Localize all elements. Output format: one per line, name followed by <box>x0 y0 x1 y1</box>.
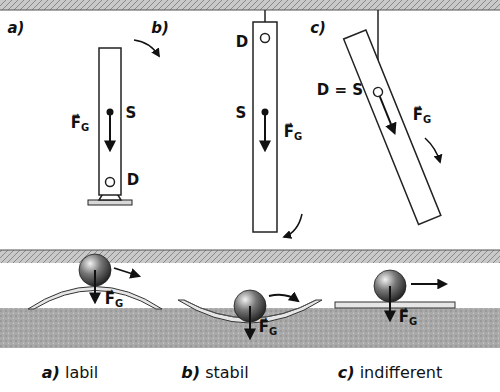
weight-force: F⃗G <box>259 319 277 337</box>
weight-force: F⃗G <box>105 291 123 309</box>
weight-force: F⃗G <box>399 309 417 327</box>
flat-surface <box>335 270 455 320</box>
weight-force: F⃗G <box>413 107 431 125</box>
concave-surface <box>178 290 322 338</box>
hanging-rod <box>253 10 302 237</box>
ceiling <box>0 0 500 10</box>
weight-force: F⃗G <box>71 115 89 133</box>
part-letter: c) <box>310 20 326 37</box>
case-caption: a) labil <box>42 364 99 382</box>
case-caption: c) indifferent <box>338 364 442 382</box>
pivot-point: D <box>236 34 248 51</box>
floor-band <box>0 250 500 263</box>
rod-at-centre <box>344 10 441 224</box>
centre-of-mass: S <box>236 105 247 122</box>
case-caption: b) stabil <box>181 364 248 382</box>
part-letter: a) <box>8 20 25 37</box>
part-letter: b) <box>151 20 169 37</box>
centre-of-mass: S <box>126 105 137 122</box>
pivot-centre: D = S <box>317 82 363 99</box>
convex-surface <box>28 254 162 309</box>
rod-on-support <box>88 40 159 205</box>
pivot-point: D <box>127 172 139 189</box>
weight-force: F⃗G <box>284 124 302 142</box>
